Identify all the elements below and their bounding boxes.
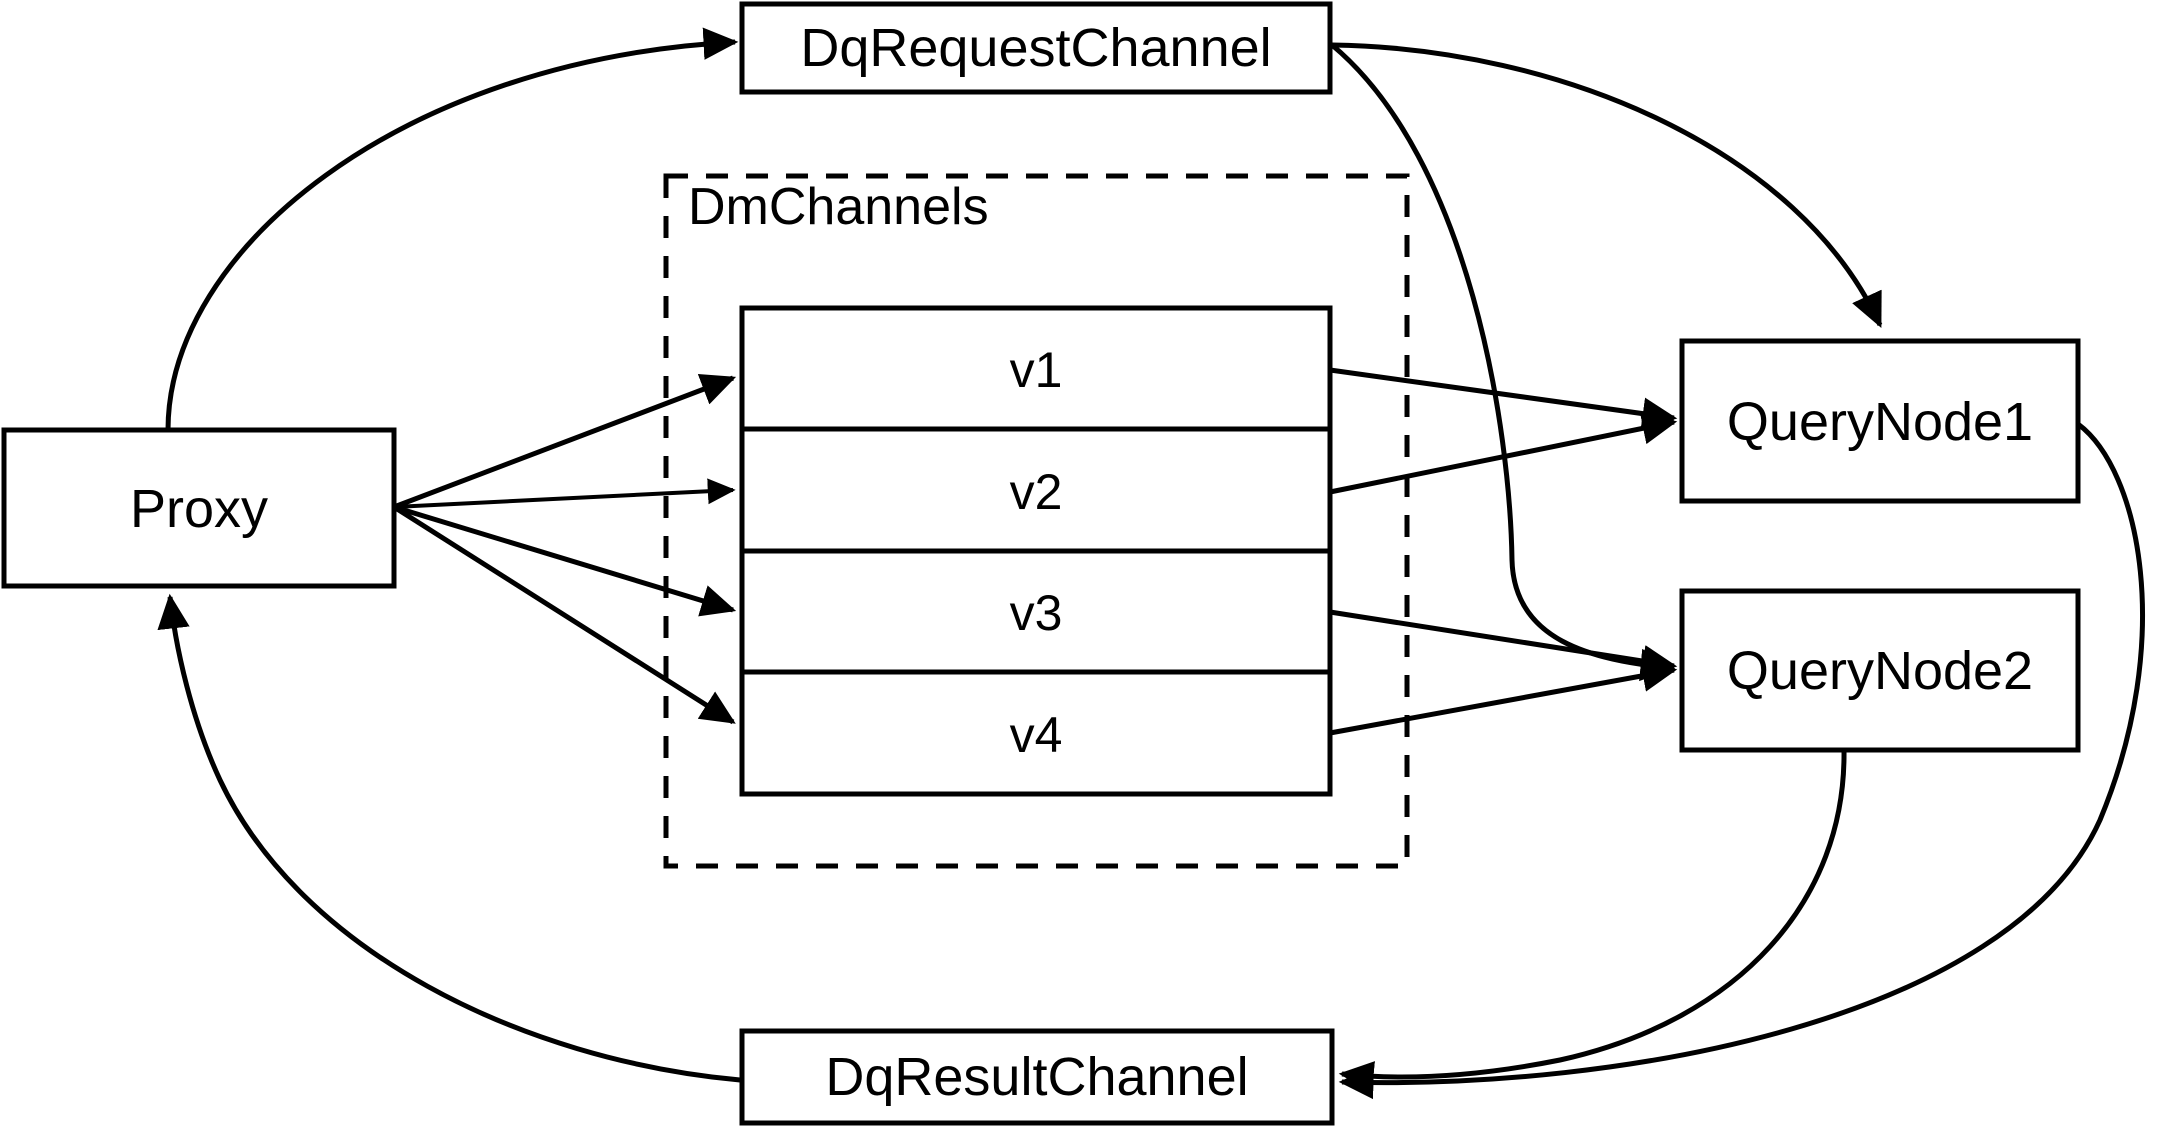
channel-label-v1: v1: [1010, 342, 1063, 398]
dmchannels-group-label: DmChannels: [688, 178, 989, 236]
channel-label-v4: v4: [1010, 707, 1063, 763]
edge-v3-to-querynode2: [1329, 609, 1678, 678]
querynode2-label: QueryNode2: [1727, 641, 2033, 701]
edge-proxy-to-v2: [393, 478, 736, 509]
dmchannels-group-box: [663, 173, 1410, 869]
proxy-box[interactable]: [1, 427, 397, 589]
querynode1-label: QueryNode1: [1727, 392, 2033, 452]
edge-querynode1-to-dqresultchannel: [1338, 421, 2146, 1100]
channel-label-v2: v2: [1010, 464, 1063, 520]
edge-v1-to-querynode1: [1329, 367, 1678, 430]
proxy-label: Proxy: [130, 479, 268, 539]
dqresultchannel-label: DqResultChannel: [825, 1047, 1248, 1107]
dqrequestchannel-label: DqRequestChannel: [800, 18, 1271, 78]
edge-querynode2-to-dqresultchannel: [1338, 749, 1847, 1094]
edge-proxy-to-dqrequestchannel: [165, 27, 739, 431]
edge-proxy-to-v1: [393, 374, 737, 510]
edge-proxy-to-v3: [393, 504, 737, 617]
dqresultchannel-box[interactable]: [739, 1028, 1335, 1126]
edge-proxy-to-v4: [392, 504, 736, 725]
dqrequestchannel-box[interactable]: [739, 1, 1333, 95]
edge-dqrequestchannel-to-querynode1: [1331, 42, 1883, 329]
channel-label-v3: v3: [1010, 585, 1063, 641]
querynode2-box[interactable]: [1679, 588, 2081, 753]
edge-dqrequestchannel-to-querynode2: [1330, 43, 1676, 682]
edge-v4-to-querynode2: [1329, 659, 1678, 736]
edge-v2-to-querynode1: [1329, 412, 1678, 495]
edge-dqresultchannel-to-proxy: [157, 593, 741, 1083]
querynode1-box[interactable]: [1679, 338, 2081, 504]
